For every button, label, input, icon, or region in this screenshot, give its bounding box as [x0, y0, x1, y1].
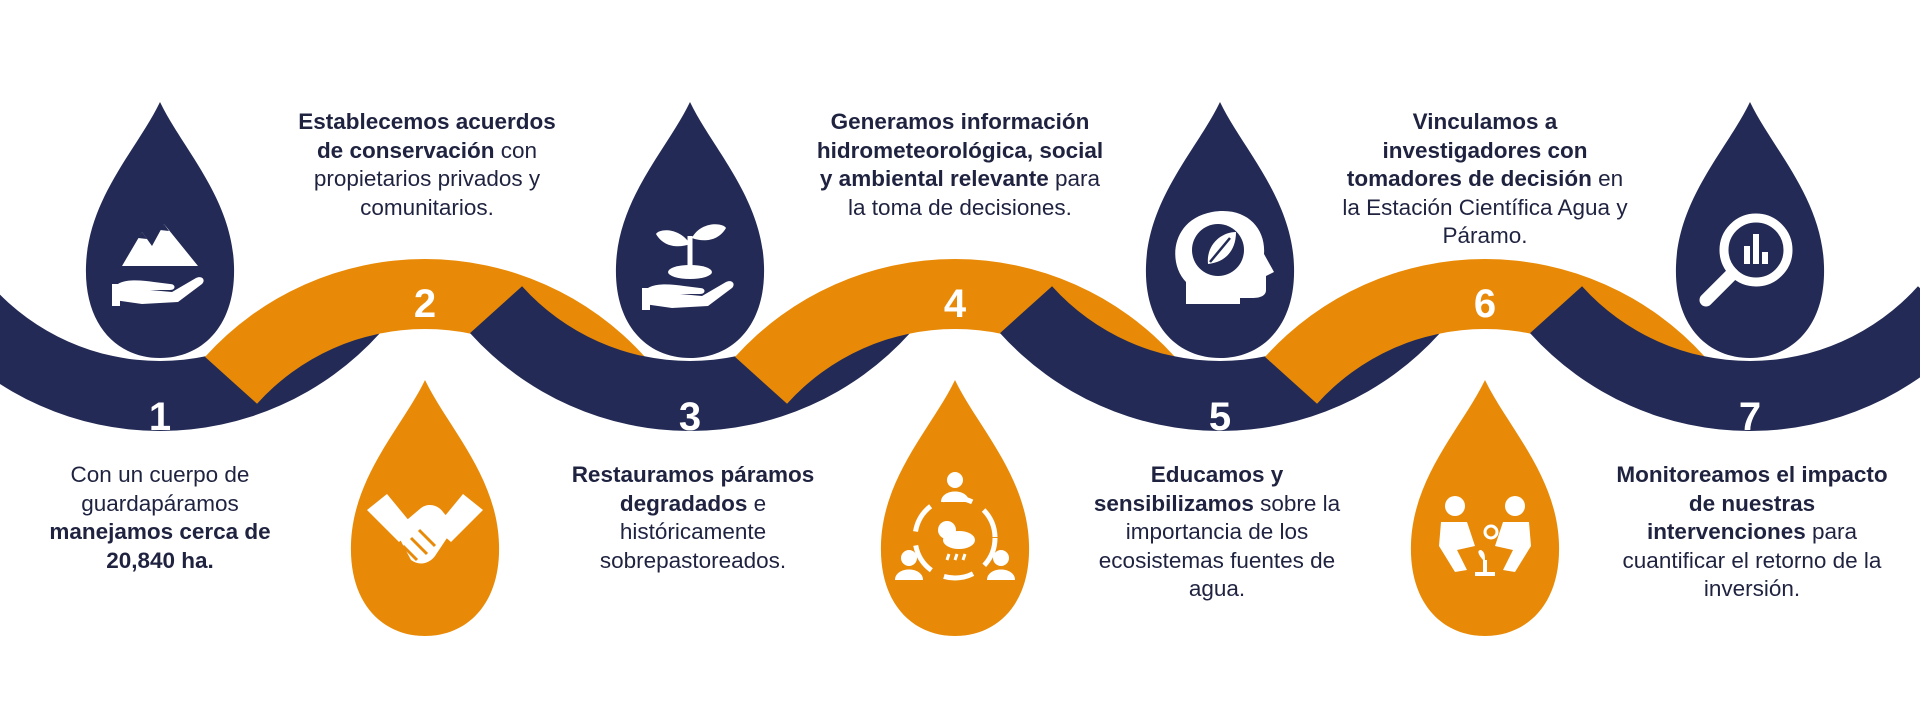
researchers-planting-icon — [1439, 496, 1531, 576]
handshake-icon — [367, 494, 483, 564]
mountains-in-hand-icon — [112, 224, 204, 306]
wave-band — [0, 258, 1920, 432]
step-2-caption: Establecemos acuerdos de conservación co… — [298, 109, 556, 220]
step-4-caption: Generamos información hidrometeorológica… — [816, 109, 1104, 220]
step-2-drop — [350, 380, 500, 636]
step-number-3: 3 — [679, 395, 701, 439]
wave-segment-2 — [205, 258, 645, 404]
step-5-caption: Educamos y sensibilizamos sobre la impor… — [1093, 462, 1341, 601]
step-5-drop — [1145, 102, 1295, 358]
step-3-caption: Restauramos páramos degradados e históri… — [571, 462, 815, 573]
step-1-drop — [85, 102, 235, 358]
wave-segment-1 — [0, 286, 380, 431]
wave-segment-4 — [735, 259, 1175, 404]
wave-segment-3 — [470, 286, 910, 432]
step-1-caption: Con un cuerpo de guardapáramos manejamos… — [49, 462, 271, 573]
water-drop-shape — [1675, 102, 1825, 358]
step-6-caption: Vinculamos a investigadores con tomadore… — [1342, 109, 1628, 248]
step-7-drop — [1675, 102, 1825, 358]
step-7-caption: Monitoreamos el impacto de nuestras inte… — [1616, 462, 1888, 601]
water-drop-shape — [1410, 380, 1560, 636]
water-drops — [85, 102, 1825, 636]
step-number-6: 6 — [1474, 282, 1496, 326]
magnifier-chart-icon — [1699, 213, 1793, 307]
head-leaf-brain-icon — [1175, 211, 1274, 304]
step-3-drop — [615, 102, 765, 358]
step-number-2: 2 — [414, 282, 436, 326]
wave-segment-7 — [1530, 286, 1920, 431]
step-number-7: 7 — [1739, 395, 1761, 439]
step-6-drop — [1410, 380, 1560, 636]
step-number-4: 4 — [944, 282, 967, 326]
step-number-5: 5 — [1209, 395, 1231, 439]
community-weather-icon — [895, 472, 1015, 581]
sprout-in-hand-icon — [642, 224, 734, 310]
water-drop-shape — [880, 380, 1030, 636]
step-number-1: 1 — [149, 395, 171, 439]
wave-segment-5 — [1000, 286, 1440, 432]
water-drop-shape — [615, 102, 765, 358]
wave-segment-6 — [1265, 259, 1705, 404]
step-4-drop — [880, 380, 1030, 636]
